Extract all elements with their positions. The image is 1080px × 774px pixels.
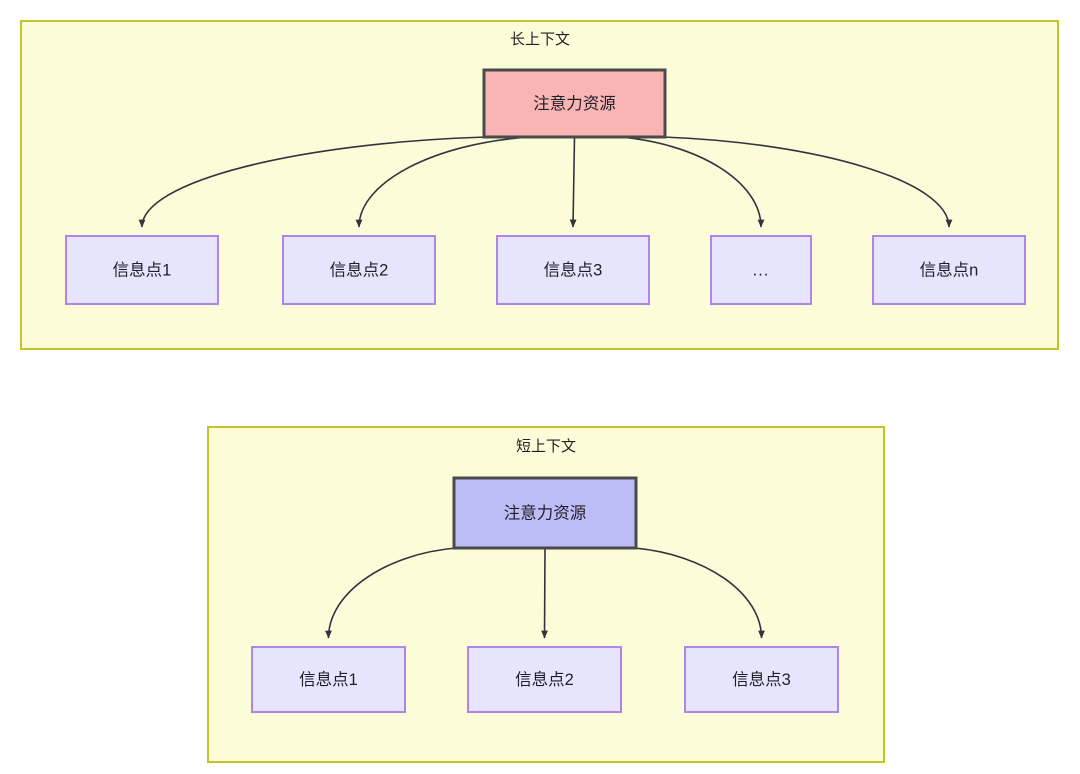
edge-long-context-4	[662, 136, 953, 228]
leaf-node-label-long-context-3: ...	[753, 261, 770, 279]
leaf-node-long-context-1[interactable]	[282, 235, 436, 305]
leaf-node-label-long-context-4: 信息点n	[920, 260, 979, 279]
leaf-node-short-context-1[interactable]	[467, 646, 622, 713]
leaf-node-label-long-context-1: 信息点2	[330, 260, 389, 279]
panel-title-short-context: 短上下文	[516, 438, 576, 455]
root-node-label-long-context: 注意力资源	[533, 94, 616, 113]
leaf-node-short-context-0[interactable]	[251, 646, 406, 713]
leaf-node-long-context-3[interactable]	[710, 235, 812, 305]
root-node-label-short-context: 注意力资源	[504, 503, 587, 522]
leaf-node-label-short-context-0: 信息点1	[299, 670, 358, 689]
edge-short-context-0	[325, 547, 457, 639]
edge-long-context-3	[618, 136, 765, 228]
leaf-node-long-context-2[interactable]	[496, 235, 650, 305]
panel-title-long-context: 长上下文	[510, 31, 570, 48]
leaf-node-label-long-context-2: 信息点3	[544, 260, 603, 279]
leaf-node-long-context-4[interactable]	[872, 235, 1026, 305]
leaf-node-label-short-context-1: 信息点2	[515, 670, 574, 689]
leaf-node-label-short-context-2: 信息点3	[732, 670, 791, 689]
edge-long-context-1	[355, 136, 531, 228]
leaf-node-label-long-context-0: 信息点1	[113, 260, 172, 279]
edge-long-context-0	[138, 136, 487, 228]
edge-short-context-2	[633, 547, 765, 639]
edge-short-context-1	[541, 547, 548, 639]
root-node-long-context[interactable]	[482, 68, 667, 139]
leaf-node-long-context-0[interactable]	[65, 235, 219, 305]
root-node-short-context[interactable]	[452, 476, 638, 550]
leaf-node-short-context-2[interactable]	[684, 646, 839, 713]
edge-long-context-2	[569, 136, 577, 228]
